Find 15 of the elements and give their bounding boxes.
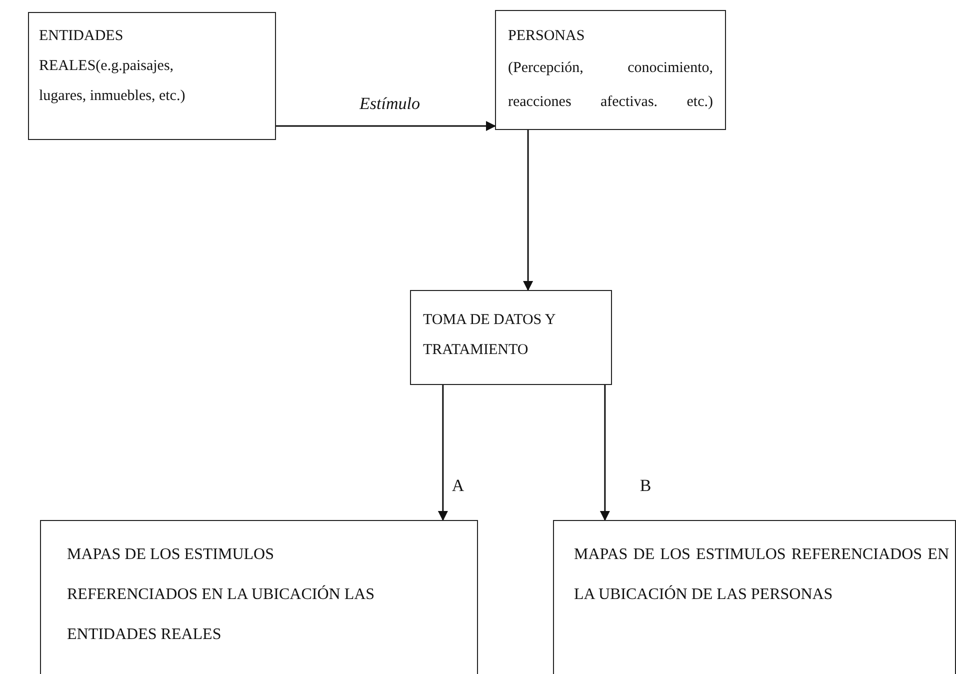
process-box — [495, 10, 726, 130]
node-title: TOMA DE DATOS Y TRATAMIENTO — [423, 311, 556, 360]
node-text: (Percepción, conocimiento, reacciones afectivas. etc.) — [508, 59, 713, 112]
node-title: ENTIDADES REALES(e.g.paisajes, lugares, inmuebles, etc.) — [39, 27, 186, 106]
process-box — [553, 520, 956, 674]
arrow — [438, 385, 448, 521]
process-box — [40, 520, 478, 674]
arrow — [600, 385, 610, 521]
process-box — [28, 12, 276, 140]
arrow — [523, 130, 534, 291]
arrow — [276, 121, 496, 131]
node-title: PERSONAS — [508, 27, 586, 46]
process-box — [410, 290, 612, 385]
node-title: MAPAS DE LOS ESTIMULOS REFERENCIADOS EN LA UBICACIÓN LAS ENTIDADES REALES — [67, 545, 376, 645]
node-title: MAPAS DE LOS ESTIMULOS REFERENCIADOS EN LA UBICACIÓN DE LAS PERSONAS — [574, 545, 949, 605]
